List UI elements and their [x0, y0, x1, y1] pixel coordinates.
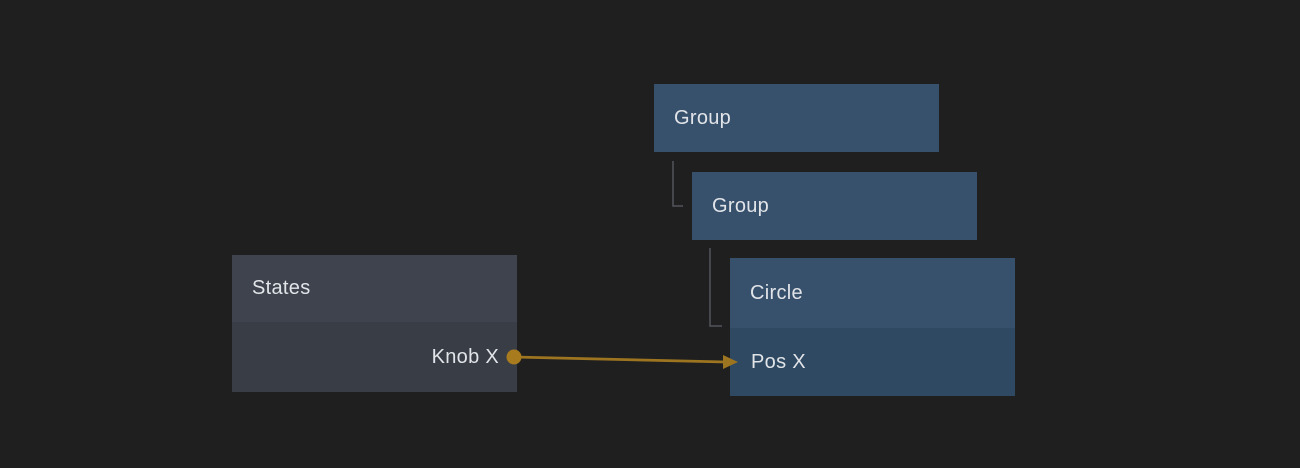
node-circle-title: Circle — [730, 258, 1015, 328]
node-group-1-title: Group — [654, 84, 939, 152]
edge-line — [513, 355, 727, 364]
node-states[interactable]: States Knob X — [232, 255, 517, 392]
connection-edge-knobx-posx[interactable] — [506, 349, 739, 370]
port-label-knob-x: Knob X — [431, 345, 499, 368]
tree-connector-group2-circle — [709, 248, 722, 327]
node-circle[interactable]: Circle Pos X — [730, 258, 1015, 396]
port-row-knob-x[interactable]: Knob X — [232, 322, 517, 392]
node-states-title: States — [232, 255, 517, 322]
port-row-pos-x[interactable]: Pos X — [730, 328, 1015, 396]
port-label-pos-x: Pos X — [751, 350, 806, 373]
node-group-2-title: Group — [692, 172, 977, 240]
node-group-1[interactable]: Group — [654, 84, 939, 152]
tree-connector-group1-group2 — [672, 161, 683, 207]
node-group-2[interactable]: Group — [692, 172, 977, 240]
